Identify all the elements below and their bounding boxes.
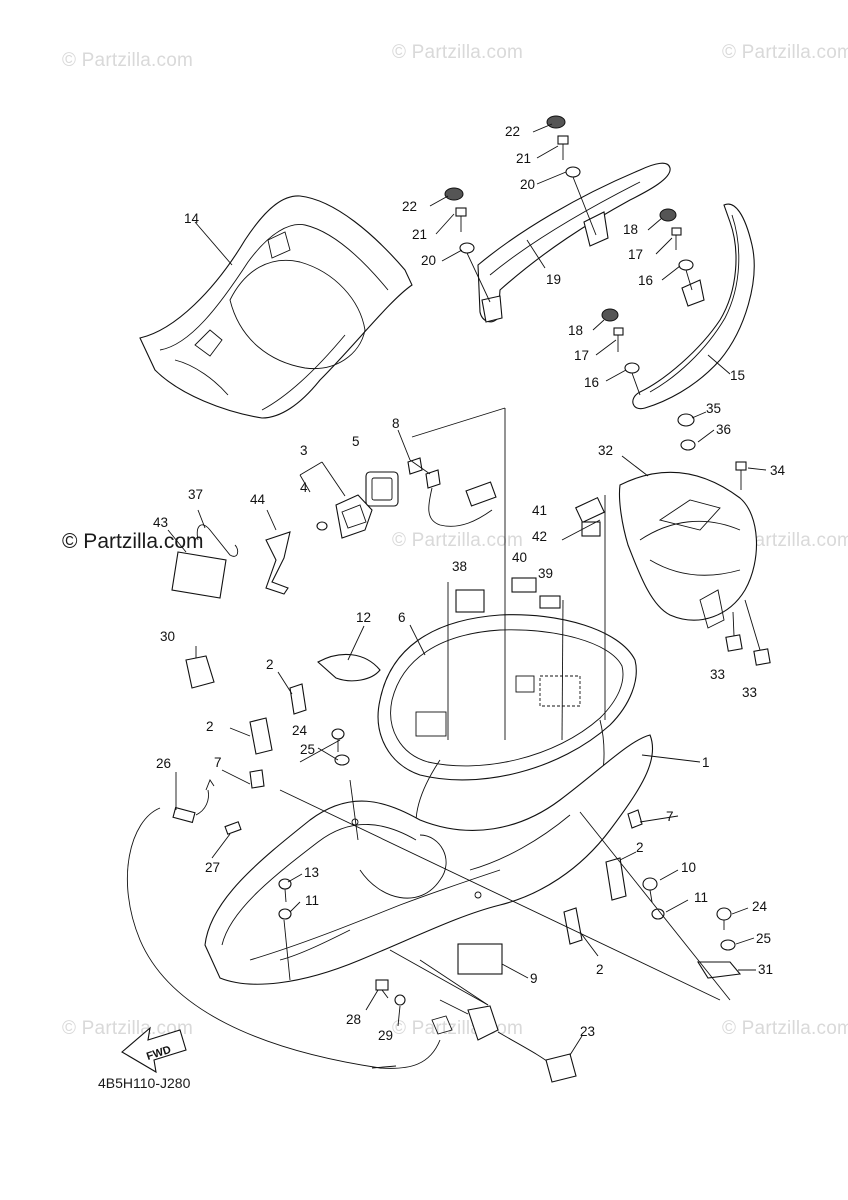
part-32-rear-cover	[618, 471, 758, 629]
callout-2: 2	[266, 657, 274, 672]
callout-24: 24	[752, 899, 768, 914]
callout-22: 22	[402, 199, 417, 214]
callout-28: 28	[346, 1012, 361, 1027]
callout-17: 17	[628, 247, 643, 262]
callout-6: 6	[398, 610, 406, 625]
parts-23-26-cable	[127, 779, 577, 1083]
callout-4: 4	[300, 480, 308, 495]
callout-12: 12	[356, 610, 371, 625]
parts-3-5-8	[299, 457, 497, 539]
callout-23: 23	[580, 1024, 595, 1039]
part-19-grab-rail	[477, 162, 671, 323]
callout-1: 1	[702, 755, 710, 770]
callout-9: 9	[530, 971, 538, 986]
fwd-arrow-icon: FWD	[121, 1026, 187, 1074]
watermark: © Partzilla.com	[722, 1018, 848, 1039]
callout-25: 25	[756, 931, 771, 946]
callout-17: 17	[574, 348, 589, 363]
callout-29: 29	[378, 1028, 393, 1043]
callout-13: 13	[304, 865, 319, 880]
part-12-plate	[317, 653, 381, 682]
callout-32: 32	[598, 443, 613, 458]
callout-39: 39	[538, 566, 553, 581]
callout-38: 38	[452, 559, 467, 574]
callout-5: 5	[352, 434, 360, 449]
callout-20: 20	[520, 177, 535, 192]
callout-37: 37	[188, 487, 203, 502]
clips-2-7	[249, 683, 643, 945]
callout-35: 35	[706, 401, 721, 416]
watermark-primary: © Partzilla.com	[62, 530, 204, 553]
watermark: © Partzilla.com	[392, 530, 524, 551]
callout-14: 14	[184, 211, 200, 226]
watermark: © Partzilla.com	[722, 42, 848, 63]
callout-11: 11	[305, 893, 319, 908]
callout-16: 16	[584, 375, 599, 390]
part-30-clip	[185, 655, 215, 689]
callout-34: 34	[770, 463, 786, 478]
watermark: © Partzilla.com	[392, 42, 524, 63]
parts-37-43-44	[167, 509, 291, 599]
callout-19: 19	[546, 272, 561, 287]
callout-2: 2	[636, 840, 644, 855]
callout-31: 31	[758, 962, 773, 977]
leader-lines	[175, 123, 767, 1056]
callout-27: 27	[205, 860, 220, 875]
part-6-storage-bin	[377, 614, 637, 841]
callout-numbers: 14 22 21 20 22 21 20 19 18 17 16 18 17 1…	[153, 124, 786, 1043]
callout-25: 25	[300, 742, 315, 757]
decal-39	[539, 595, 561, 609]
callout-8: 8	[392, 416, 400, 431]
callout-15: 15	[730, 368, 745, 383]
callout-21: 21	[412, 227, 427, 242]
callout-7: 7	[666, 809, 674, 824]
callout-42: 42	[532, 529, 547, 544]
decal-41	[575, 496, 605, 524]
callout-44: 44	[250, 492, 266, 507]
callout-21: 21	[516, 151, 531, 166]
decal-9	[457, 943, 503, 975]
callout-18: 18	[623, 222, 638, 237]
callout-33: 33	[742, 685, 757, 700]
callout-26: 26	[156, 756, 171, 771]
callout-24: 24	[292, 723, 308, 738]
callout-11: 11	[694, 890, 708, 905]
callout-36: 36	[716, 422, 731, 437]
callout-43: 43	[153, 515, 168, 530]
decal-42	[581, 521, 601, 537]
callout-22: 22	[505, 124, 520, 139]
callout-41: 41	[532, 503, 547, 518]
watermark: © Partzilla.com	[62, 1018, 194, 1039]
callout-40: 40	[512, 550, 527, 565]
callout-33: 33	[710, 667, 725, 682]
watermark: © Partzilla.com	[62, 50, 194, 71]
callout-2: 2	[596, 962, 604, 977]
callout-16: 16	[638, 273, 653, 288]
callout-3: 3	[300, 443, 308, 458]
part-15-side-rail	[632, 203, 755, 410]
callout-2: 2	[206, 719, 214, 734]
part-14-front-cover	[139, 195, 413, 419]
decal-38	[455, 589, 485, 613]
callout-7: 7	[214, 755, 222, 770]
diagram-code: 4B5H110-J280	[98, 1075, 191, 1091]
callout-30: 30	[160, 629, 175, 644]
callout-10: 10	[681, 860, 696, 875]
fasteners-16-22	[444, 115, 694, 396]
callout-20: 20	[421, 253, 436, 268]
decal-40	[511, 577, 537, 593]
callout-18: 18	[568, 323, 583, 338]
